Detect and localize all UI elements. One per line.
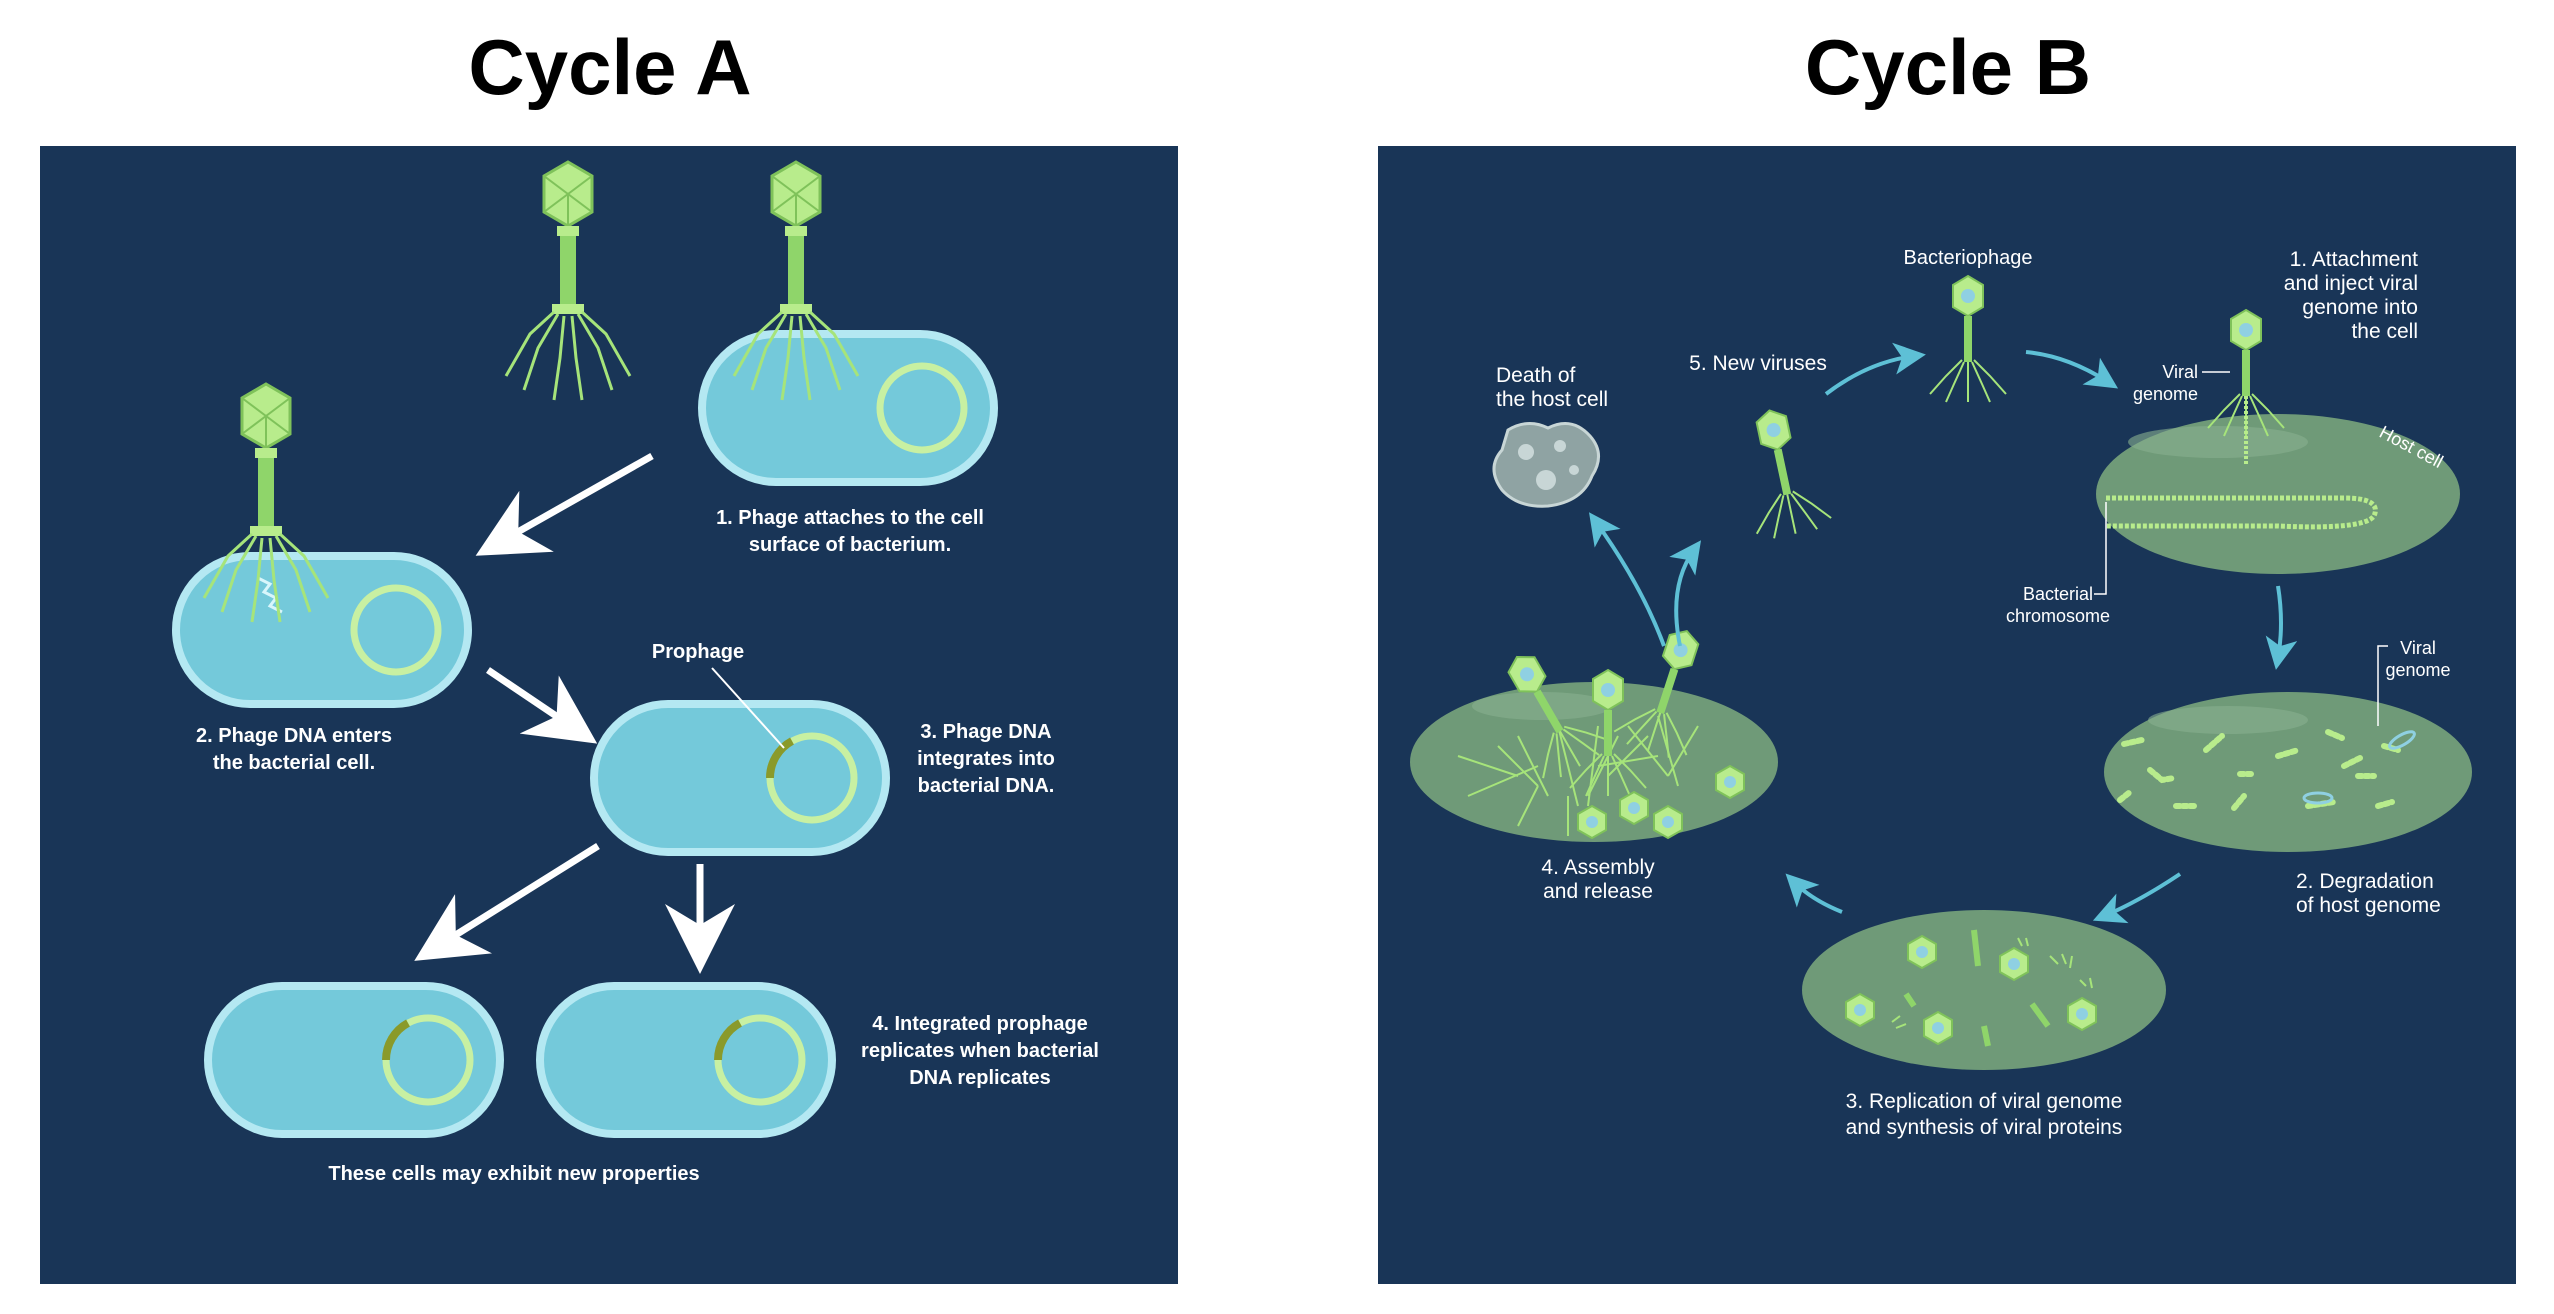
daughter-prophage-1	[381, 1019, 411, 1061]
stepb1-label-line4: the cell	[2351, 320, 2418, 343]
bacterial-chromosome-line1: Bacterial	[2023, 584, 2093, 604]
cycle-b-diagram: Bacteriophage 1. Attachment and inject v…	[1410, 247, 2472, 1139]
prophage-label: Prophage	[652, 641, 744, 663]
stepb4-label-line1: 4. Assembly	[1541, 856, 1655, 879]
cycle-a-panel: 1. Phage attaches to the cell surface of…	[40, 146, 1178, 1284]
step3-label-line1: 3. Phage DNA	[920, 721, 1051, 743]
step2-label-line2: the bacterial cell.	[213, 752, 375, 774]
viral-parts	[1845, 929, 2097, 1047]
cycle-a-diagram: 1. Phage attaches to the cell surface of…	[172, 160, 1099, 1185]
bacterial-dna-step2	[350, 584, 442, 676]
viral-genome-right-line1: Viral	[2400, 638, 2436, 658]
phage-top	[1929, 275, 2007, 403]
death-label-line1: Death of	[1496, 364, 1576, 387]
daughter-prophage-2	[713, 1019, 743, 1061]
arrow-a1	[475, 452, 654, 556]
step1-label-line2: surface of bacterium.	[749, 534, 951, 556]
arrow-b-release-up	[1669, 540, 1702, 647]
step3-label-line3: bacterial DNA.	[918, 775, 1055, 797]
stepb2-label-line2: of host genome	[2296, 894, 2441, 917]
step3-label-line2: integrates into	[917, 748, 1055, 770]
new-viruses-label: 5. New viruses	[1689, 352, 1827, 375]
injected-dna	[257, 576, 283, 614]
stepb4-label-line2: and release	[1543, 880, 1653, 903]
phage-free	[504, 160, 632, 402]
prophage-pointer	[711, 667, 785, 749]
arrow-b-release-death	[1588, 512, 1666, 647]
viral-genome-circle	[2388, 730, 2416, 750]
arrow-b-1-2	[2265, 585, 2298, 670]
viral-genome-right-line2: genome	[2385, 660, 2450, 680]
arrow-b-to-attach	[2025, 350, 2119, 389]
cycle-b-title: Cycle B	[1804, 23, 2092, 111]
replication-cell	[1802, 910, 2166, 1070]
viral-genome-top-line1: Viral	[2162, 362, 2198, 382]
arrow-b-3-4	[1785, 873, 1843, 914]
stepb3-label-line1: 3. Replication of viral genome	[1846, 1090, 2123, 1113]
bacteriophage-label: Bacteriophage	[1904, 247, 2033, 269]
step1-label-line1: 1. Phage attaches to the cell	[716, 507, 984, 529]
arrow-a3-left	[414, 843, 600, 961]
step2-label-line1: 2. Phage DNA enters	[196, 725, 392, 747]
stepb1-label-line1: 1. Attachment	[2290, 248, 2419, 271]
dead-host-cell	[1492, 422, 1600, 508]
cycle-a-title: Cycle A	[468, 23, 752, 111]
new-virus-phage	[1731, 401, 1834, 543]
footer-label: These cells may exhibit new properties	[328, 1163, 699, 1185]
cycle-b-panel: Bacteriophage 1. Attachment and inject v…	[1378, 146, 2516, 1284]
stepb2-label-line1: 2. Degradation	[2296, 870, 2434, 893]
stepb3-label-line2: and synthesis of viral proteins	[1846, 1116, 2123, 1139]
stepb1-label-line3: genome into	[2302, 296, 2418, 319]
bacterial-chromosome	[2106, 495, 2378, 530]
arrow-b-2-3	[2092, 872, 2182, 924]
death-label-line2: the host cell	[1496, 388, 1608, 411]
stepb1-label-line2: and inject viral	[2284, 272, 2418, 295]
step4-label-line2: replicates when bacterial	[861, 1040, 1099, 1062]
arrow-a2	[486, 667, 598, 744]
step4-label-line1: 4. Integrated prophage	[872, 1013, 1088, 1035]
arrow-b-new-to-top	[1824, 342, 1926, 396]
bacterial-dna-step1	[876, 362, 968, 454]
viral-genome-top-line2: genome	[2133, 384, 2198, 404]
step4-label-line3: DNA replicates	[909, 1067, 1051, 1089]
host-genome-fragments	[2117, 729, 2401, 811]
bacterial-chromosome-line2: chromosome	[2006, 606, 2110, 626]
prophage-segment	[765, 737, 795, 779]
